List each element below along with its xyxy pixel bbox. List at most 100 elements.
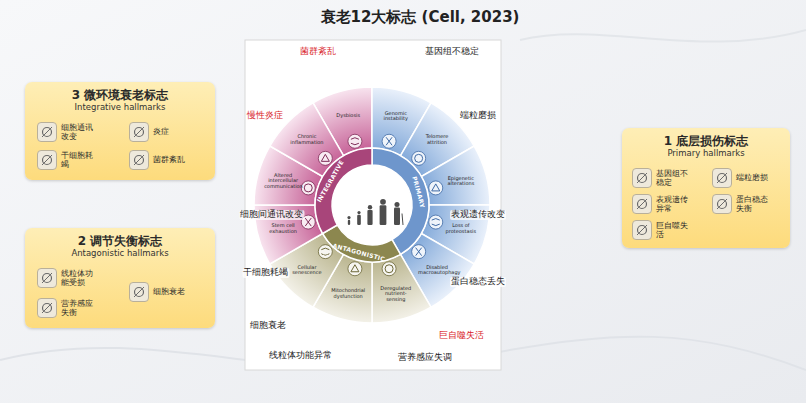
wheel-panel [245, 40, 501, 370]
item-label: 巨自噬失活 [656, 221, 690, 239]
hallmark-item: 营养感应失衡 [37, 298, 95, 318]
category-ring-label: PRIMARY [411, 176, 426, 209]
hallmark-icon [412, 245, 426, 259]
hallmark-item: 表观遗传异常 [632, 194, 690, 214]
group-heading: 1 底层损伤标志 [622, 134, 790, 148]
hallmark-icon [301, 181, 315, 195]
hallmark-name-zh: 干细胞耗竭 [242, 268, 289, 278]
hallmark-sector: 蛋白稳态丢失Loss of proteostasis [442, 223, 480, 234]
hallmark-item: 线粒体功能受损 [37, 268, 95, 288]
group-subtitle: Primary hallmarks [622, 148, 790, 158]
hallmark-wedge [421, 146, 490, 205]
hallmark-name-en: Deregulated nutrient-sensing [377, 286, 415, 303]
hallmark-item: 基因组不稳定 [632, 168, 690, 188]
hallmark-icon [429, 181, 443, 195]
item-icon [37, 150, 57, 170]
hallmark-item: 细胞衰老 [129, 282, 185, 302]
hallmark-group-box: 2 调节失衡标志Antagonistic hallmarks线粒体功能受损细胞衰… [25, 228, 215, 328]
group-subtitle: Integrative hallmarks [25, 102, 215, 112]
item-icon [632, 220, 652, 240]
item-label: 表观遗传异常 [656, 195, 690, 213]
item-label: 端粒磨损 [736, 173, 768, 182]
item-label: 营养感应失衡 [61, 299, 95, 317]
hallmark-sector: 巨自噬失活Disabled macroautophagy [418, 265, 456, 276]
item-label: 蛋白稳态失衡 [736, 195, 770, 213]
hallmark-icon [382, 134, 396, 148]
hallmark-name-en: Telomere attrition [418, 134, 456, 145]
hallmark-name-en: Chronic inflammation [288, 134, 326, 145]
hallmark-item: 菌群紊乱 [129, 150, 185, 170]
item-label: 细胞衰老 [153, 287, 185, 296]
hallmark-icon [348, 134, 362, 148]
hallmark-sector: 表观遗传改变Epigenetic alterations [442, 176, 480, 187]
hallmark-sector: 端粒磨损Telomere attrition [418, 134, 456, 145]
hallmark-icon [318, 151, 332, 165]
hallmark-name-zh: 巨自噬失活 [438, 331, 485, 341]
item-label: 干细胞耗竭 [61, 151, 95, 169]
hallmark-sector: 细胞间通讯改变Altered intercellular communicati… [264, 173, 302, 190]
hallmark-name-zh: 线粒体功能异常 [268, 351, 333, 361]
hallmark-sector: 线粒体功能异常Mitochondrial dysfunction [329, 288, 367, 299]
item-icon [632, 194, 652, 214]
hallmark-icon [412, 151, 426, 165]
item-label: 基因组不稳定 [656, 169, 690, 187]
item-icon [37, 122, 57, 142]
item-icon [632, 168, 652, 188]
item-label: 炎症 [153, 127, 169, 136]
people-silhouettes [347, 199, 403, 225]
hallmark-sector: 菌群紊乱Dysbiosis [329, 113, 367, 119]
item-label: 线粒体功能受损 [61, 269, 95, 287]
hallmark-name-zh: 慢性炎症 [246, 111, 284, 121]
hallmark-sector: 细胞衰老Cellular senescence [288, 265, 326, 276]
item-icon [712, 194, 732, 214]
hallmark-name-en: Disabled macroautophagy [418, 265, 456, 276]
item-label: 菌群紊乱 [153, 155, 185, 164]
hallmark-icon [348, 262, 362, 276]
hallmark-icon [429, 215, 443, 229]
category-ring-label: INTEGRATIVE [315, 158, 345, 203]
hallmark-wedge [372, 254, 431, 323]
group-heading: 2 调节失衡标志 [25, 234, 215, 248]
hallmark-name-zh: 基因组不稳定 [424, 47, 480, 57]
hallmark-name-en: Stem cell exhaustion [264, 223, 302, 234]
hallmark-name-zh: 菌群紊乱 [299, 47, 337, 57]
item-icon [37, 298, 57, 318]
item-icon [129, 122, 149, 142]
hallmark-name-en: Dysbiosis [329, 113, 367, 119]
hallmark-item: 端粒磨损 [712, 168, 768, 188]
hallmark-item: 干细胞耗竭 [37, 150, 95, 170]
hallmark-name-zh: 细胞衰老 [249, 321, 287, 331]
hallmark-item: 蛋白稳态失衡 [712, 194, 770, 214]
hallmark-sector: 基因组不稳定Genomic instability [377, 111, 415, 122]
hallmark-name-zh: 细胞间通讯改变 [239, 210, 304, 220]
category-ring-label: ANTAGONISTIC [333, 241, 387, 262]
hallmark-name-zh: 表观遗传改变 [450, 210, 506, 220]
item-icon [129, 150, 149, 170]
center-disk [333, 166, 411, 244]
group-heading: 3 微环境衰老标志 [25, 88, 215, 102]
hallmark-sector: 慢性炎症Chronic inflammation [288, 134, 326, 145]
hallmark-item: 巨自噬失活 [632, 220, 690, 240]
wave-decoration [520, 30, 806, 42]
hallmark-item: 细胞通讯改变 [37, 122, 95, 142]
hallmark-name-en: Epigenetic alterations [442, 176, 480, 187]
item-icon [712, 168, 732, 188]
hallmark-name-en: Loss of proteostasis [442, 223, 480, 234]
hallmark-sector: 干细胞耗竭Stem cell exhaustion [264, 223, 302, 234]
hallmark-icon [318, 245, 332, 259]
hallmark-name-en: Mitochondrial dysfunction [329, 288, 367, 299]
item-icon [129, 282, 149, 302]
title-text: 衰老12大标志 (Cell, 2023) [321, 8, 520, 27]
hallmark-name-en: Cellular senescence [288, 265, 326, 276]
hallmark-name-zh: 蛋白稳态丢失 [450, 277, 506, 287]
item-icon [37, 268, 57, 288]
aging-wheel [254, 87, 490, 323]
hallmark-icon [382, 262, 396, 276]
hallmark-group-box: 1 底层损伤标志Primary hallmarks 基因组不稳定 端粒磨损表观遗传异… [622, 128, 790, 248]
hallmark-name-en: Genomic instability [377, 111, 415, 122]
hallmark-sector: 营养感应失调Deregulated nutrient-sensing [377, 286, 415, 303]
hallmark-group-box: 3 微环境衰老标志Integrative hallmarks 细胞通讯改变 炎症干细… [25, 82, 215, 180]
item-label: 细胞通讯改变 [61, 123, 95, 141]
hallmark-name-zh: 营养感应失调 [397, 353, 453, 363]
